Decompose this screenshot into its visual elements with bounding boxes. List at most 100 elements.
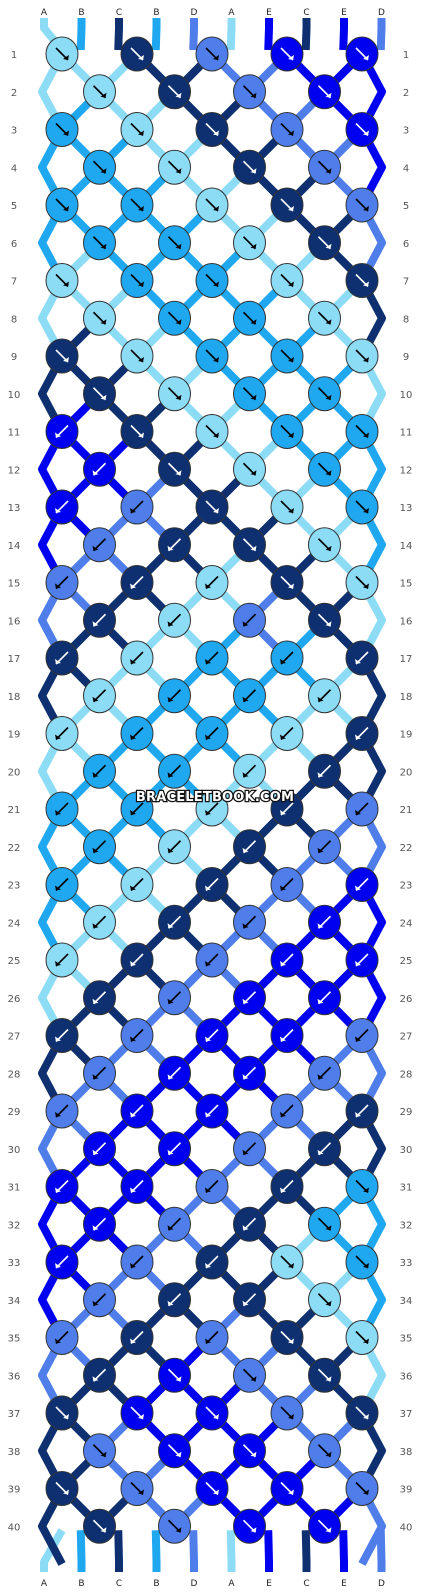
knot	[345, 1320, 379, 1355]
knot	[345, 791, 379, 827]
knot	[308, 1206, 341, 1242]
knot	[158, 1206, 191, 1242]
row-number-right: 7	[403, 277, 409, 288]
bottom-strand-letter: E	[341, 1579, 347, 1589]
knot	[233, 829, 266, 865]
row-number-right: 12	[400, 465, 413, 476]
row-number-right: 13	[400, 503, 413, 514]
row-number-right: 39	[400, 1485, 413, 1496]
knot	[233, 225, 266, 261]
knot	[345, 1244, 379, 1280]
knot	[158, 300, 191, 336]
row-number-left: 38	[8, 1447, 21, 1458]
knot	[195, 187, 229, 223]
knot	[45, 791, 79, 827]
bottom-strand	[339, 1530, 348, 1572]
knot	[308, 1131, 341, 1167]
row-number-right: 30	[400, 1145, 413, 1156]
knot	[120, 338, 154, 374]
knot	[270, 263, 304, 298]
knot	[120, 640, 154, 676]
knot	[233, 1357, 266, 1393]
knot	[308, 300, 341, 336]
knot	[270, 1395, 304, 1431]
top-strand-letter: E	[341, 8, 347, 18]
knot	[120, 942, 154, 978]
bottom-strand-letter: C	[303, 1579, 309, 1589]
row-number-left: 34	[8, 1296, 21, 1307]
row-number-left: 4	[11, 163, 17, 174]
knot	[158, 1131, 191, 1167]
knot	[158, 451, 191, 487]
row-number-left: 33	[8, 1258, 21, 1269]
top-strand-letter: C	[303, 8, 309, 18]
knot	[158, 678, 191, 714]
knot	[83, 149, 116, 185]
knot	[83, 1357, 116, 1393]
knot	[83, 74, 116, 110]
knot	[120, 1471, 154, 1506]
knot	[270, 489, 304, 525]
knot	[233, 1433, 266, 1469]
knot	[45, 187, 79, 223]
knot	[195, 414, 229, 449]
row-number-left: 3	[11, 126, 17, 137]
knot	[308, 829, 341, 865]
knot	[45, 112, 79, 147]
row-number-right: 36	[400, 1371, 413, 1382]
knot	[345, 338, 379, 374]
knot	[120, 1320, 154, 1355]
row-number-left: 28	[8, 1069, 21, 1080]
knot	[83, 225, 116, 261]
knot	[233, 1206, 266, 1242]
bottom-strand	[264, 1530, 273, 1572]
row-number-right: 6	[403, 239, 409, 250]
knot	[233, 678, 266, 714]
knot	[120, 1093, 154, 1129]
row-number-right: 21	[400, 805, 413, 816]
knot	[83, 1131, 116, 1167]
row-number-right: 40	[400, 1522, 413, 1533]
row-number-right: 23	[400, 881, 413, 892]
row-number-right: 34	[400, 1296, 413, 1307]
row-number-left: 11	[8, 428, 21, 439]
row-number-right: 37	[400, 1409, 413, 1420]
bottom-strand	[76, 1530, 86, 1572]
knot	[158, 1433, 191, 1469]
knot	[195, 338, 229, 374]
top-strand-letter: A	[41, 8, 48, 18]
bottom-strand	[189, 1530, 198, 1572]
knot	[270, 414, 304, 449]
knot	[83, 1282, 116, 1318]
knot	[120, 565, 154, 600]
knot	[233, 602, 266, 638]
knot	[270, 640, 304, 676]
row-number-left: 16	[8, 616, 21, 627]
row-number-left: 19	[8, 730, 21, 741]
knot	[45, 1018, 79, 1053]
knot	[120, 791, 154, 827]
knot	[345, 112, 379, 147]
knot	[270, 867, 304, 902]
knot	[158, 753, 191, 789]
row-number-left: 36	[8, 1371, 21, 1382]
knot	[270, 187, 304, 223]
row-number-right: 22	[400, 843, 413, 854]
knot	[308, 74, 341, 110]
knot	[233, 300, 266, 336]
knot	[83, 300, 116, 336]
knot	[195, 1471, 229, 1506]
row-number-right: 33	[400, 1258, 413, 1269]
knot	[270, 1320, 304, 1355]
knots	[45, 36, 379, 1544]
row-number-left: 10	[8, 390, 21, 401]
knot	[308, 980, 341, 1016]
knot	[308, 376, 341, 412]
row-number-right: 14	[400, 541, 413, 552]
knot	[308, 753, 341, 789]
row-number-left: 35	[8, 1334, 21, 1345]
knot	[158, 74, 191, 110]
knot	[233, 1055, 266, 1091]
knot	[270, 791, 304, 827]
